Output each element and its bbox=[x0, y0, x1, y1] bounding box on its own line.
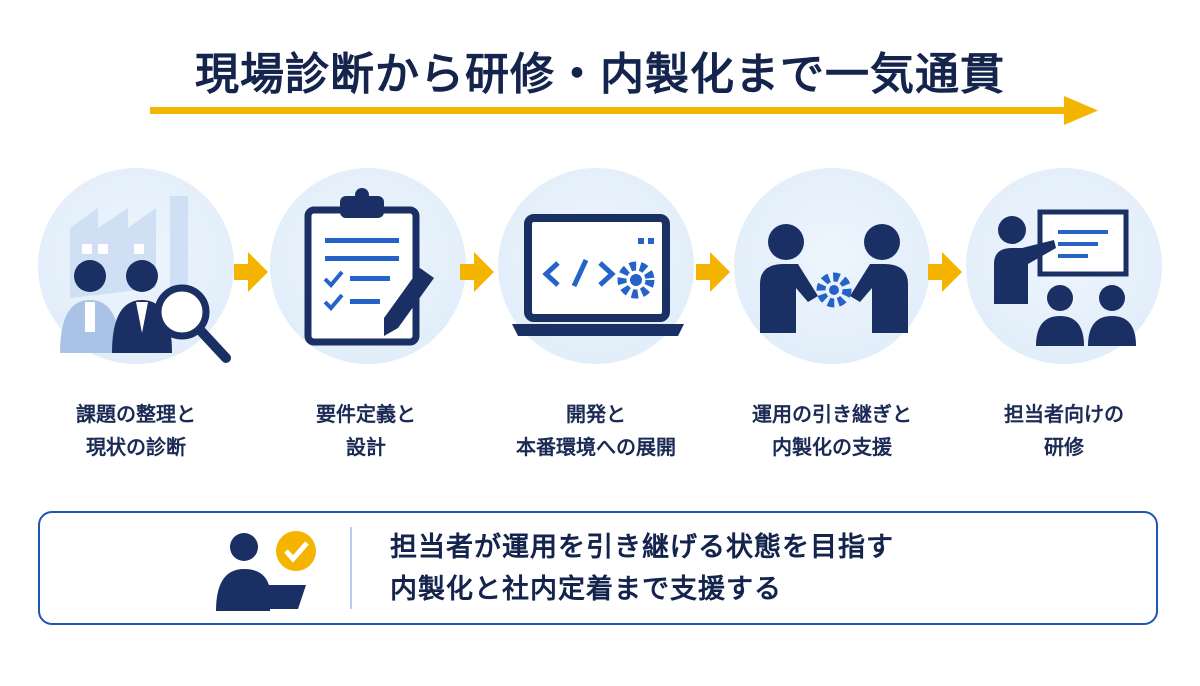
step-arrow-1 bbox=[234, 252, 268, 292]
step-5-label-line1: 担当者向けの bbox=[1004, 402, 1124, 426]
step-3-label-line2: 本番環境への展開 bbox=[516, 435, 676, 459]
summary-box: 担当者が運用を引き継げる状態を目指す 内製化と社内定着まで支援する bbox=[38, 511, 1158, 625]
step-5-label: 担当者向けの 研修 bbox=[954, 398, 1174, 464]
step-1-label-line2: 現状の診断 bbox=[86, 435, 186, 459]
summary-divider bbox=[350, 527, 352, 609]
step-2-label: 要件定義と 設計 bbox=[256, 398, 476, 464]
page-title: 現場診断から研修・内製化まで一気通貫 bbox=[195, 49, 1005, 100]
step-1-label-line1: 課題の整理と bbox=[76, 402, 196, 426]
step-2-label-line2: 設計 bbox=[346, 435, 386, 459]
title-arrow bbox=[150, 96, 1098, 125]
step-4-label-line2: 内製化の支援 bbox=[772, 435, 892, 459]
factory-diagnosis-icon bbox=[60, 196, 231, 363]
step-5-label-line2: 研修 bbox=[1044, 435, 1084, 459]
summary-line1: 担当者が運用を引き継げる状態を目指す bbox=[390, 532, 894, 563]
summary-text: 担当者が運用を引き継げる状態を目指す 内製化と社内定着まで支援する bbox=[390, 527, 894, 611]
step-4-label: 運用の引き継ぎと 内製化の支援 bbox=[722, 398, 942, 464]
step-1-label: 課題の整理と 現状の診断 bbox=[26, 398, 246, 464]
clipboard-checklist-icon bbox=[304, 188, 434, 346]
step-3-label-line1: 開発と bbox=[566, 402, 626, 426]
step-arrow-4 bbox=[928, 252, 962, 292]
step-3-label: 開発と 本番環境への展開 bbox=[486, 398, 706, 464]
step-arrow-3 bbox=[696, 252, 730, 292]
handover-gear-icon bbox=[760, 224, 908, 333]
step-2-label-line1: 要件定義と bbox=[316, 402, 416, 426]
step-arrow-2 bbox=[460, 252, 494, 292]
person-laptop-check-icon bbox=[216, 531, 316, 611]
step-4-label-line1: 運用の引き継ぎと bbox=[752, 402, 912, 426]
laptop-code-icon bbox=[512, 214, 684, 336]
summary-line2: 内製化と社内定着まで支援する bbox=[390, 574, 782, 605]
training-presentation-icon bbox=[994, 209, 1136, 346]
